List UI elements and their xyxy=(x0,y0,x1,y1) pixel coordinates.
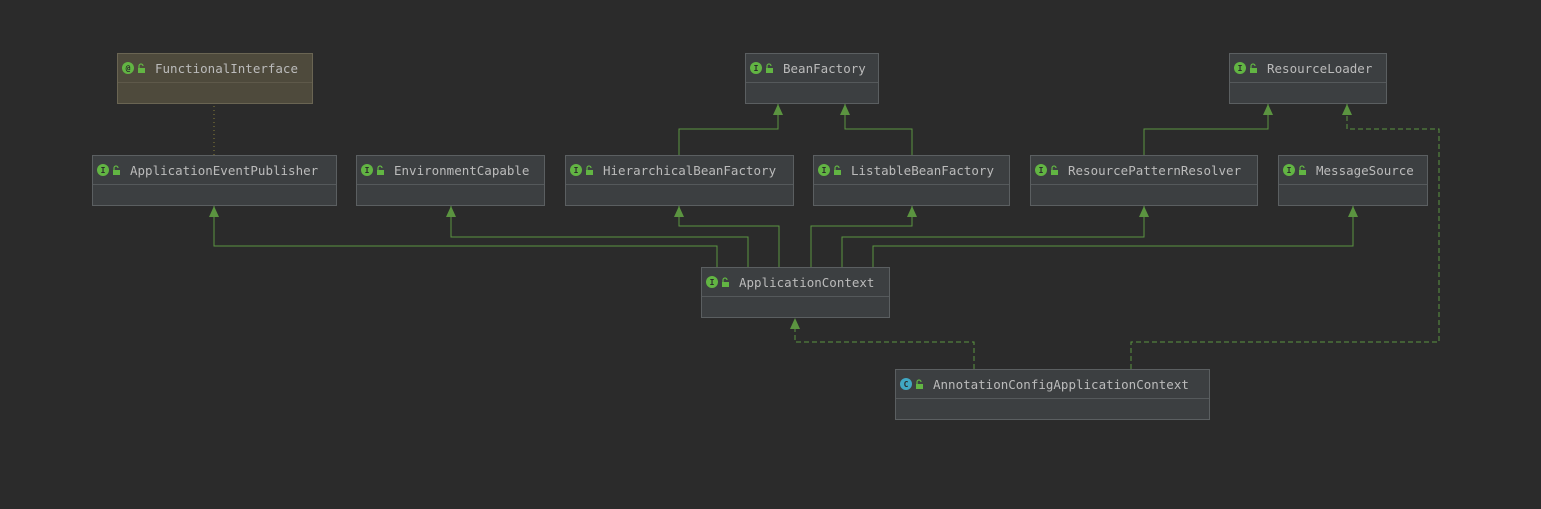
arrowhead xyxy=(674,206,684,217)
arrowhead xyxy=(790,318,800,329)
node-annotation-config-application-context[interactable]: C AnnotationConfigApplicationContext xyxy=(895,369,1210,420)
node-label: FunctionalInterface xyxy=(155,60,298,76)
node-body xyxy=(896,399,1209,421)
edge-resource-pattern-resolver-to-resource-loader xyxy=(1143,104,1269,155)
arrowhead xyxy=(1139,206,1149,217)
node-header: I ApplicationEventPublisher xyxy=(93,156,336,185)
edge-annotation-config-application-context-to-resource-loader xyxy=(1130,104,1440,369)
node-header: C AnnotationConfigApplicationContext xyxy=(896,370,1209,399)
arrowhead xyxy=(446,206,456,217)
edge-annotation-config-application-context-to-application-context xyxy=(794,318,975,369)
edge-application-context-to-message-source xyxy=(872,206,1354,267)
arrowhead xyxy=(1342,104,1352,115)
node-body xyxy=(566,185,793,207)
node-bean-factory[interactable]: I BeanFactory xyxy=(745,53,879,104)
node-environment-capable[interactable]: I EnvironmentCapable xyxy=(356,155,545,206)
public-lock-icon xyxy=(138,63,145,73)
node-header: I ResourcePatternResolver xyxy=(1031,156,1257,185)
node-hierarchical-bean-factory[interactable]: I HierarchicalBeanFactory xyxy=(565,155,794,206)
node-label: ListableBeanFactory xyxy=(851,162,994,178)
public-lock-icon xyxy=(1051,165,1058,175)
arrowhead xyxy=(1348,206,1358,217)
node-body xyxy=(357,185,544,207)
interface-icon: I xyxy=(361,164,373,176)
class-icon: C xyxy=(900,378,912,390)
public-lock-icon xyxy=(766,63,773,73)
node-resource-loader[interactable]: I ResourceLoader xyxy=(1229,53,1387,104)
node-label: ApplicationContext xyxy=(739,274,875,290)
interface-icon: I xyxy=(818,164,830,176)
node-listable-bean-factory[interactable]: I ListableBeanFactory xyxy=(813,155,1010,206)
public-lock-icon xyxy=(916,379,923,389)
arrowhead xyxy=(1263,104,1273,115)
arrowhead xyxy=(773,104,783,115)
node-body xyxy=(1230,83,1386,105)
interface-icon: I xyxy=(97,164,109,176)
node-header: I HierarchicalBeanFactory xyxy=(566,156,793,185)
public-lock-icon xyxy=(1250,63,1257,73)
arrowhead xyxy=(840,104,850,115)
node-label: BeanFactory xyxy=(783,60,866,76)
node-header: @ FunctionalInterface xyxy=(118,54,312,83)
interface-icon: I xyxy=(1234,62,1246,74)
interface-icon: I xyxy=(570,164,582,176)
public-lock-icon xyxy=(722,277,729,287)
node-header: I EnvironmentCapable xyxy=(357,156,544,185)
edge-application-context-to-environment-capable xyxy=(450,206,749,267)
arrowhead xyxy=(907,206,917,217)
node-label: ResourceLoader xyxy=(1267,60,1373,76)
node-label: HierarchicalBeanFactory xyxy=(603,162,777,178)
annotation-icon: @ xyxy=(122,62,134,74)
public-lock-icon xyxy=(586,165,593,175)
node-body xyxy=(702,297,889,319)
public-lock-icon xyxy=(834,165,841,175)
interface-icon: I xyxy=(750,62,762,74)
node-header: I ListableBeanFactory xyxy=(814,156,1009,185)
node-body xyxy=(118,83,312,105)
node-label: AnnotationConfigApplicationContext xyxy=(933,376,1189,392)
node-application-context[interactable]: I ApplicationContext xyxy=(701,267,890,318)
node-body xyxy=(746,83,878,105)
node-body xyxy=(814,185,1009,207)
node-application-event-publisher[interactable]: I ApplicationEventPublisher xyxy=(92,155,337,206)
node-header: I ApplicationContext xyxy=(702,268,889,297)
edge-hierarchical-bean-factory-to-bean-factory xyxy=(678,104,779,155)
node-label: MessageSource xyxy=(1316,162,1414,178)
node-label: ResourcePatternResolver xyxy=(1068,162,1242,178)
node-message-source[interactable]: I MessageSource xyxy=(1278,155,1428,206)
interface-icon: I xyxy=(1035,164,1047,176)
public-lock-icon xyxy=(113,165,120,175)
node-body xyxy=(1031,185,1257,207)
node-label: ApplicationEventPublisher xyxy=(130,162,319,178)
interface-icon: I xyxy=(706,276,718,288)
node-label: EnvironmentCapable xyxy=(394,162,530,178)
node-header: I BeanFactory xyxy=(746,54,878,83)
edge-application-context-to-resource-pattern-resolver xyxy=(841,206,1145,267)
arrowhead xyxy=(209,206,219,217)
node-functional-interface[interactable]: @ FunctionalInterface xyxy=(117,53,313,104)
node-resource-pattern-resolver[interactable]: I ResourcePatternResolver xyxy=(1030,155,1258,206)
public-lock-icon xyxy=(1299,165,1306,175)
edge-listable-bean-factory-to-bean-factory xyxy=(844,104,913,155)
node-body xyxy=(93,185,336,207)
node-header: I ResourceLoader xyxy=(1230,54,1386,83)
interface-icon: I xyxy=(1283,164,1295,176)
edge-application-context-to-application-event-publisher xyxy=(213,206,718,267)
node-header: I MessageSource xyxy=(1279,156,1427,185)
public-lock-icon xyxy=(377,165,384,175)
node-body xyxy=(1279,185,1427,207)
